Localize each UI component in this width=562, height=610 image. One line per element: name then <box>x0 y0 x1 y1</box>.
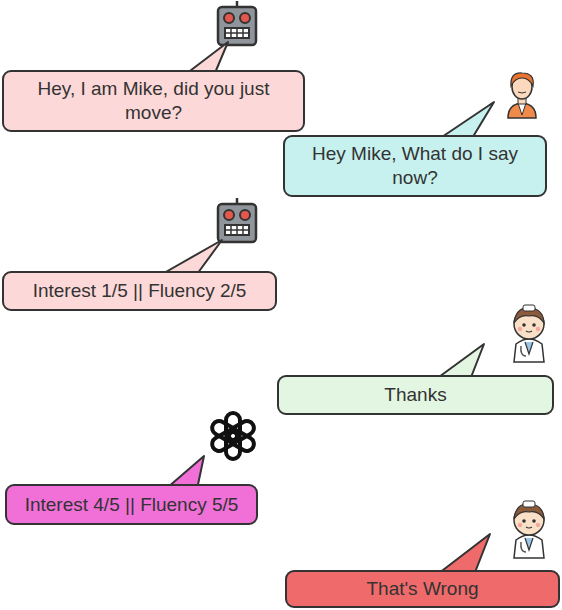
robot-icon <box>218 198 256 242</box>
speech-bubble: Thanks <box>277 375 554 415</box>
doctor-icon <box>514 501 544 558</box>
speech-bubble: Hey Mike, What do I say now? <box>283 135 547 197</box>
speech-bubble: Interest 1/5 || Fluency 2/5 <box>2 271 277 311</box>
bubble-text: That's Wrong <box>366 577 478 601</box>
person-icon <box>508 73 536 118</box>
speech-bubble: Interest 4/5 || Fluency 5/5 <box>5 484 258 525</box>
speech-bubble: That's Wrong <box>285 570 560 608</box>
bubble-text: Interest 4/5 || Fluency 5/5 <box>25 493 239 517</box>
doctor-icon <box>514 305 544 362</box>
bubble-text: Hey Mike, What do I say now? <box>293 142 537 190</box>
bubble-text: Interest 1/5 || Fluency 2/5 <box>33 279 247 303</box>
bubble-text: Thanks <box>384 383 446 407</box>
openai-logo <box>210 413 257 459</box>
speech-bubble: Hey, I am Mike, did you just move? <box>2 70 305 132</box>
robot-icon <box>218 1 256 45</box>
bubble-text: Hey, I am Mike, did you just move? <box>12 77 295 125</box>
